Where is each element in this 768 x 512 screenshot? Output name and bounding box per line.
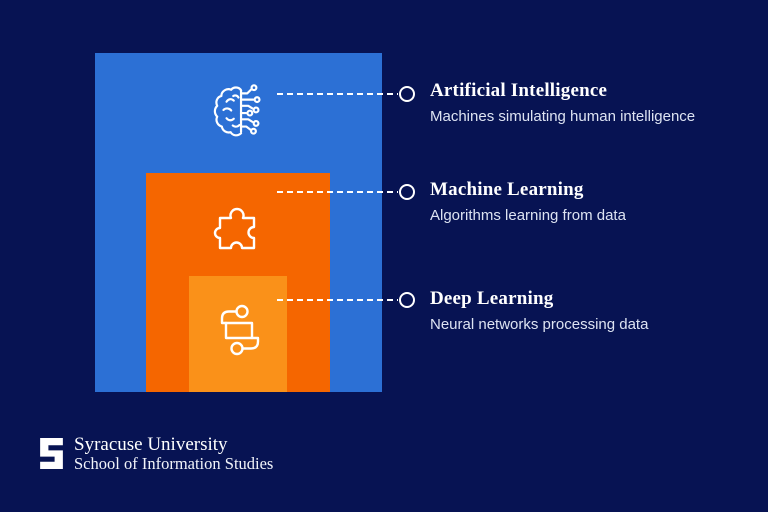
org-name: Syracuse University bbox=[74, 434, 228, 455]
dl-title: Deep Learning bbox=[430, 288, 554, 309]
org-unit: School of Information Studies bbox=[74, 454, 274, 473]
ml-connector-dot bbox=[399, 184, 415, 200]
puzzle-piece-icon bbox=[213, 207, 256, 250]
ai-subtitle: Machines simulating human intelligence bbox=[430, 108, 696, 125]
brain-circuit-icon bbox=[213, 84, 261, 137]
syracuse-block-s-logo bbox=[40, 438, 63, 469]
ai-label-block: Artificial Intelligence Machines simulat… bbox=[430, 80, 695, 126]
ml-subtitle: Algorithms learning from data bbox=[430, 207, 626, 224]
dl-layer-square bbox=[189, 276, 287, 392]
ai-connector-dot bbox=[399, 86, 415, 102]
ml-title: Machine Learning bbox=[430, 179, 584, 200]
footer-logo-lockup: Syracuse University School of Informatio… bbox=[38, 434, 273, 473]
ai-title: Artificial Intelligence bbox=[430, 80, 608, 101]
dl-label-block: Deep Learning Neural networks processing… bbox=[430, 288, 648, 334]
dl-subtitle: Neural networks processing data bbox=[430, 316, 649, 333]
footer-text: Syracuse University School of Informatio… bbox=[74, 434, 273, 473]
ml-label-block: Machine Learning Algorithms learning fro… bbox=[430, 179, 626, 225]
dl-connector-dot bbox=[399, 292, 415, 308]
network-flow-icon bbox=[220, 304, 260, 356]
